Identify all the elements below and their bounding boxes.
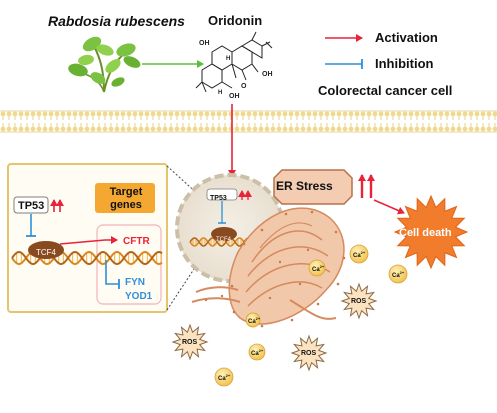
nucleus-tp53-up-arrows — [238, 190, 252, 200]
nucleus-tcf4-ellipse — [211, 227, 237, 241]
plant-icon — [68, 36, 141, 93]
compound-name: Oridonin — [208, 13, 263, 28]
tcf4-activates-cftr — [59, 236, 118, 245]
h-label-1: H — [226, 56, 230, 62]
ca-ion — [214, 367, 234, 387]
ca-label: Ca2+ — [312, 264, 325, 273]
ca-ion — [349, 244, 369, 264]
inset-tp53-label: TP53 — [18, 200, 45, 212]
oridonin-structure — [195, 31, 273, 93]
ros-label: ROS — [351, 298, 367, 305]
tp53-inhibits-tcf4 — [26, 214, 36, 237]
ca-ion — [308, 259, 326, 277]
ros-label: ROS — [182, 339, 198, 346]
er-stress-box — [273, 169, 353, 205]
cell-death-burst — [393, 194, 469, 270]
ros-burst — [340, 282, 378, 320]
er-stress-up-arrows — [358, 174, 375, 198]
nucleus-tcf4-label: TCF4 — [216, 237, 231, 243]
ca-label: Ca2+ — [218, 373, 231, 382]
gene-yod1: YOD1 — [125, 291, 153, 302]
o-label: O — [241, 83, 247, 90]
oh-top-left-label: OH — [199, 40, 210, 47]
inset-tcf4-label: TCF4 — [36, 248, 56, 257]
tp53-up-arrows — [50, 199, 64, 212]
ca-label: Ca2+ — [392, 270, 405, 279]
nucleus-tp53-label: TP53 — [210, 195, 227, 202]
ros-burst — [171, 323, 209, 361]
ca-label: Ca2+ — [251, 348, 264, 357]
target-genes-box — [95, 183, 155, 213]
ca-ion — [248, 343, 266, 361]
legend-inhibition-symbol — [325, 59, 363, 69]
ca-label: Ca2+ — [353, 250, 366, 259]
cell-type-label: Colorectal cancer cell — [318, 83, 453, 98]
er-stress-to-cell-death-arrow — [373, 199, 405, 215]
h-label-2: H — [218, 90, 222, 96]
ros-burst — [290, 334, 328, 372]
nucleus-tp53-box — [206, 188, 238, 201]
ca-ion — [245, 312, 261, 328]
legend-activation-label: Activation — [375, 30, 438, 45]
nucleus-tp53-inhibits-tcf4 — [218, 201, 226, 224]
tp53-box — [13, 196, 49, 214]
ca-label: Ca2+ — [248, 316, 261, 325]
target-genes-label: Target genes — [109, 186, 143, 211]
inset-tcf4-ellipse — [28, 241, 64, 259]
ros-label: ROS — [301, 350, 317, 357]
ca-ion — [388, 264, 408, 284]
cell-death-label: Cell death — [399, 227, 452, 239]
tcf4-inhibits-fyn-yod1 — [105, 260, 120, 289]
legend-inhibition-label: Inhibition — [375, 56, 434, 71]
zoom-line-bottom — [166, 265, 197, 311]
oh-right-label: OH — [262, 71, 273, 78]
cell-membrane — [0, 110, 497, 133]
er-stress-label: ER Stress — [276, 179, 333, 193]
gene-fyn: FYN — [125, 277, 145, 288]
oh-bottom-label: OH — [229, 93, 240, 100]
gene-cftr: CFTR — [123, 236, 150, 247]
endoplasmic-reticulum — [191, 207, 346, 328]
plant-name: Rabdosia rubescens — [48, 13, 185, 29]
